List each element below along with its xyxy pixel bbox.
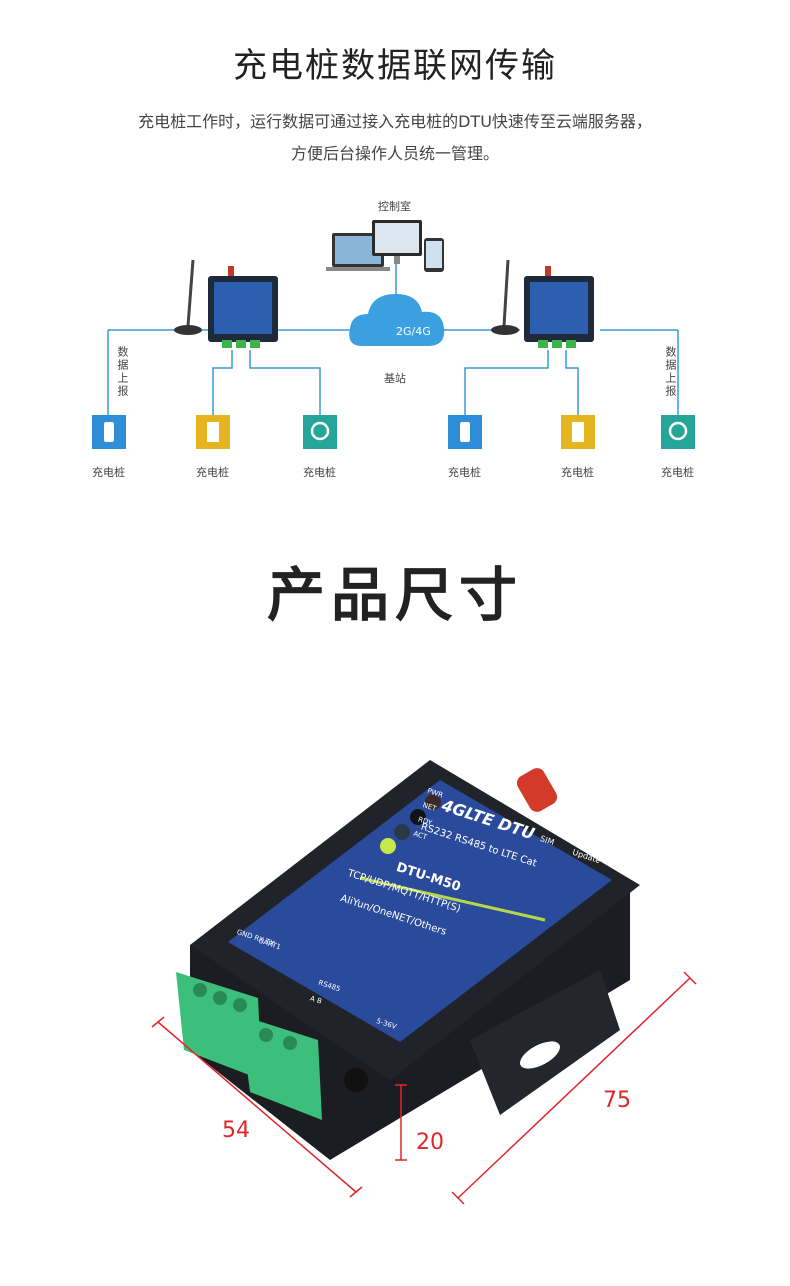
dimension-width-label: 54	[222, 1118, 250, 1143]
cloud-label: 2G/4G	[396, 325, 431, 338]
pile-label-3: 充电桩	[303, 466, 336, 479]
dimension-height-label: 20	[416, 1130, 444, 1155]
terminal-block-rs485	[240, 1015, 322, 1120]
report-label-left: 数据上报	[116, 346, 129, 398]
section-title-size: 产品尺寸	[266, 561, 523, 629]
network-diagram	[92, 220, 695, 449]
section-title-network: 充电桩数据联网传输	[233, 46, 557, 86]
section-description-line2: 方便后台操作人员统一管理。	[290, 144, 499, 163]
pile-label-4: 充电桩	[448, 466, 481, 479]
section-description-line1: 充电桩工作时，运行数据可通过接入充电桩的DTU快速传至云端服务器，	[138, 112, 652, 131]
charging-pile-icons	[92, 415, 695, 449]
terminal-block-uart	[176, 972, 262, 1080]
status-leds	[380, 794, 441, 854]
pile-label-6: 充电桩	[661, 466, 694, 479]
control-room-computers	[326, 220, 444, 272]
pile-label-1: 充电桩	[92, 466, 125, 479]
dimension-length-label: 75	[603, 1088, 631, 1113]
product-drawing	[151, 760, 697, 1205]
control-room-label: 控制室	[378, 200, 411, 213]
pile-label-5: 充电桩	[561, 466, 594, 479]
cloud-icon	[349, 294, 445, 346]
dtu-device-right	[491, 259, 594, 348]
power-jack	[344, 1068, 368, 1092]
dtu-device-left	[174, 259, 278, 348]
base-station-label: 基站	[384, 372, 406, 385]
antenna-connector	[516, 768, 558, 812]
device-label-panel	[228, 780, 612, 1042]
pile-label-2: 充电桩	[196, 466, 229, 479]
dimension-lines	[151, 971, 697, 1205]
report-label-right: 数据上报	[664, 346, 677, 398]
